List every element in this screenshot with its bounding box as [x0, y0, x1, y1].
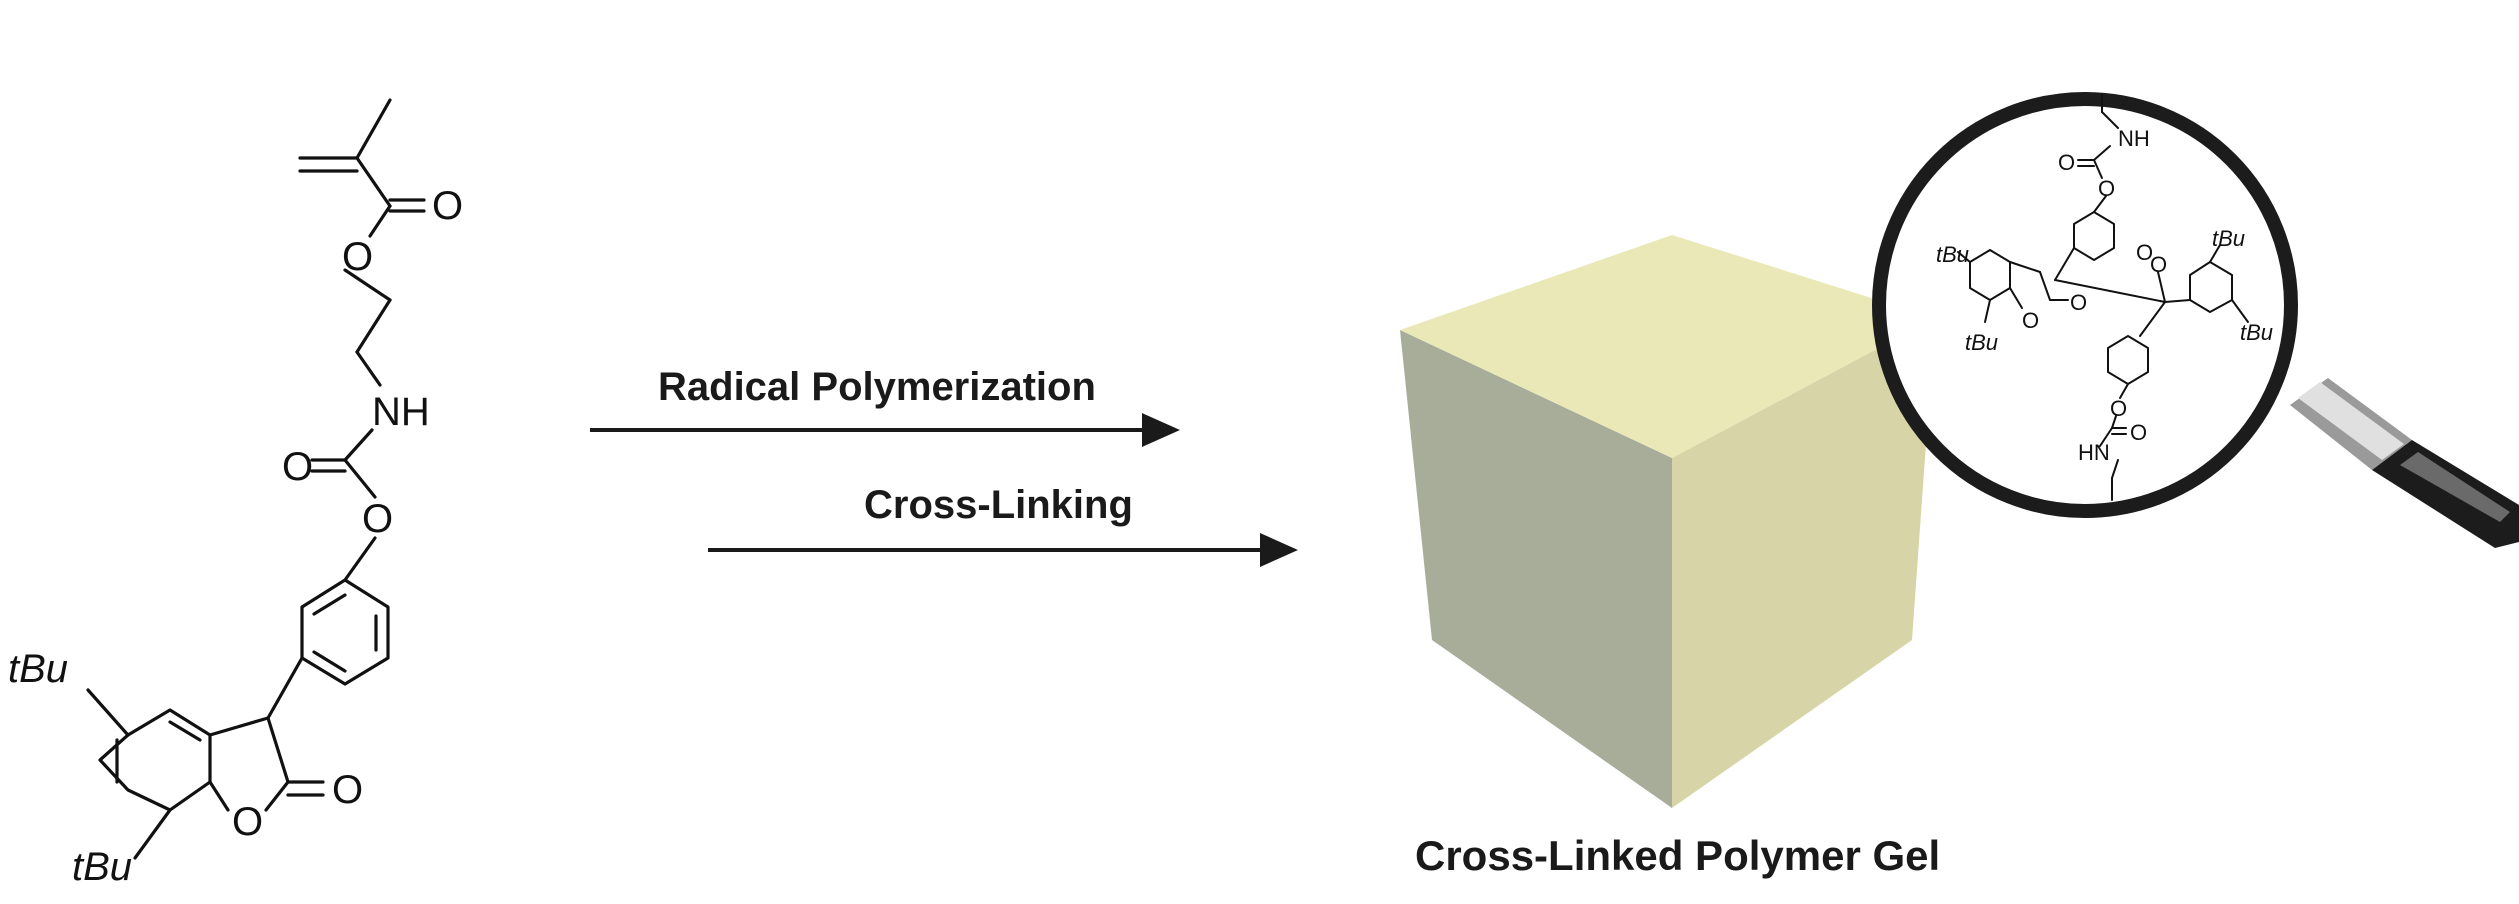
magnifier-lens — [1872, 92, 2298, 518]
dimer-o-link-bottom-label: O — [2110, 396, 2127, 421]
monomer-structure: O O NH O O O O tBu tBu — [8, 98, 463, 889]
gel-cube: Cross-Linked Polymer Gel — [1400, 235, 1940, 879]
cube-front-face — [1400, 330, 1672, 808]
magnifier-handle — [2290, 378, 2519, 548]
dimer-o-carbamate-bottom-label: O — [2130, 420, 2147, 445]
carbonyl-o-label: O — [432, 184, 463, 228]
tbu-top-label: tBu — [8, 647, 68, 691]
gel-caption: Cross-Linked Polymer Gel — [1415, 832, 1940, 879]
cube-right-face — [1672, 318, 1935, 808]
tbu-bottom-label: tBu — [72, 845, 132, 889]
lactone-ring-o-label: O — [232, 800, 263, 844]
cube-top-face — [1400, 235, 1935, 458]
radical-polymerization-label: Radical Polymerization — [658, 365, 1096, 409]
dimer-structure: NH O O O tBu tBu O tBu O O tBu O O HN — [1936, 94, 2273, 501]
dimer-tbu-left-label: tBu — [1936, 242, 1969, 267]
ester-o-label: O — [342, 235, 373, 279]
dimer-nh-top-label: NH — [2118, 126, 2150, 151]
dimer-o-left-ring-label: O — [2022, 308, 2039, 333]
dimer-hn-bottom-label: HN — [2078, 440, 2110, 465]
cross-linking-label: Cross-Linking — [864, 483, 1133, 527]
dimer-tbu-right-top-label: tBu — [2212, 226, 2245, 251]
dimer-o-link-top-label: O — [2098, 176, 2115, 201]
dimer-o-right-carbonyl-label: O — [2136, 240, 2153, 265]
cross-linking-arrow-head — [1260, 533, 1298, 567]
lactone-carbonyl-o-label: O — [332, 768, 363, 812]
amine-label: NH — [372, 390, 430, 434]
dimer-tbu-right-bottom-label: tBu — [2240, 320, 2273, 345]
reaction-arrows: Radical Polymerization Cross-Linking — [590, 365, 1298, 567]
dimer-o-carbamate-top-label: O — [2058, 150, 2075, 175]
dimer-o-left-carbonyl-label: O — [2070, 290, 2087, 315]
dimer-tbu-left-bottom-label: tBu — [1965, 330, 1998, 355]
carbamate-ring-o-label: O — [362, 497, 393, 541]
carbamate-o-label: O — [282, 445, 313, 489]
dimer-o-right-ring-label: O — [2150, 252, 2167, 277]
polymerization-arrow-head — [1142, 413, 1180, 447]
magnifier: NH O O O tBu tBu O tBu O O tBu O O HN — [1872, 92, 2519, 548]
